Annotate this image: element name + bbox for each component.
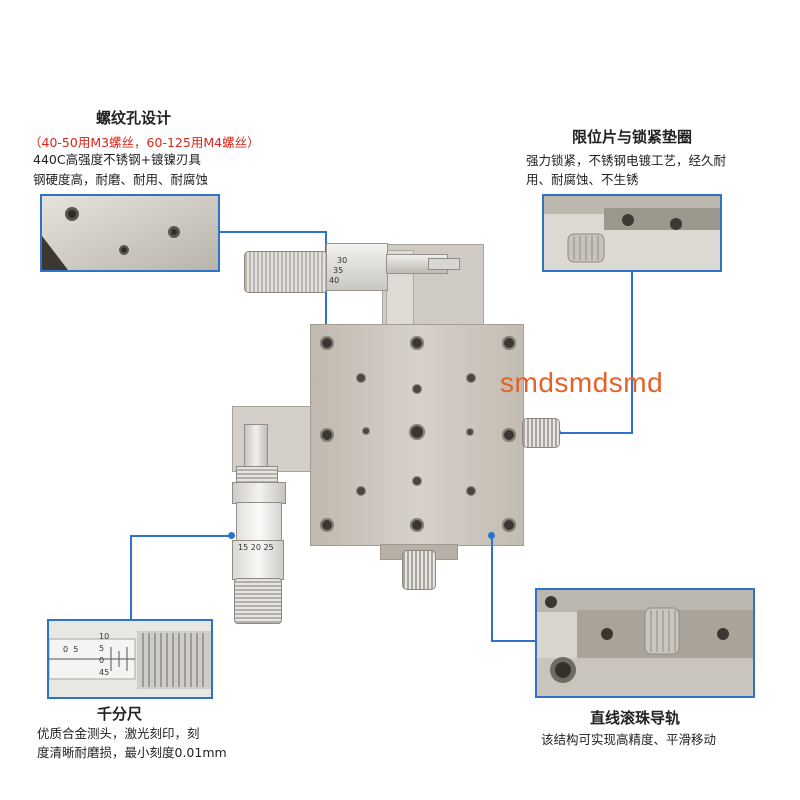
top-micrometer-scale: 30 35 40 <box>329 256 348 285</box>
thread-hole <box>362 427 370 435</box>
watermark: smdsmdsmd <box>500 367 664 398</box>
thread-hole-inset <box>40 194 220 272</box>
thread-hole <box>320 518 334 532</box>
connector-line <box>491 640 537 642</box>
side-micrometer-thimble <box>232 540 284 580</box>
thread-hole <box>356 373 366 383</box>
thread-hole <box>410 336 424 350</box>
limit-washer-title: 限位片与锁紧垫圈 <box>572 128 693 146</box>
thread-hole-desc-2: 钢硬度高，耐磨、耐用、耐腐蚀 <box>33 172 209 187</box>
limit-washer-photo <box>544 196 720 270</box>
thread-hole <box>320 428 334 442</box>
micrometer-inset-scale: 10 5 0 45 <box>99 632 110 677</box>
micrometer-title: 千分尺 <box>97 705 143 723</box>
top-micrometer-knob[interactable] <box>244 251 328 293</box>
center-hole <box>409 424 425 440</box>
connector-line <box>560 432 633 434</box>
thread-hole <box>502 336 516 350</box>
right-lock-knob[interactable] <box>522 418 560 448</box>
micrometer-inset: 10 5 0 45 0 5 <box>47 619 213 699</box>
thread-hole <box>466 486 476 496</box>
connector-line <box>130 535 231 537</box>
ball-guide-title: 直线滚珠导轨 <box>590 709 681 727</box>
thread-hole <box>412 384 422 394</box>
thread-hole-photo <box>42 196 218 270</box>
side-micrometer-collar <box>232 482 286 504</box>
top-micrometer-thimble <box>326 243 388 291</box>
thread-hole <box>502 518 516 532</box>
connector-dot <box>228 532 235 539</box>
thread-hole <box>412 476 422 486</box>
limit-washer-inset <box>542 194 722 272</box>
side-micrometer-scale: 15 20 25 <box>238 543 274 552</box>
ball-guide-desc: 该结构可实现高精度、平滑移动 <box>541 732 717 747</box>
micrometer-desc-2: 度清晰耐磨损，最小刻度0.01mm <box>37 745 227 760</box>
micrometer-desc-1: 优质合金测头，激光刻印，刻 <box>37 726 200 741</box>
thread-hole-desc-1: 440C高强度不锈钢+镀镍刃具 <box>33 152 202 167</box>
thread-hole <box>356 486 366 496</box>
ball-guide-photo <box>537 590 753 696</box>
connector-line <box>631 272 633 434</box>
thread-hole <box>410 518 424 532</box>
thread-hole <box>502 428 516 442</box>
micrometer-inset-photo <box>49 621 211 697</box>
connector-line <box>130 535 132 621</box>
connector-dot <box>488 532 495 539</box>
limit-washer-desc-2: 用、耐腐蚀、不生锈 <box>526 172 639 187</box>
bottom-lock-knob[interactable] <box>402 550 436 590</box>
connector-line <box>491 538 493 642</box>
top-micrometer-spindle <box>428 258 460 270</box>
thread-hole <box>466 428 474 436</box>
side-micrometer-sleeve <box>236 502 282 544</box>
limit-washer-desc-1: 强力锁紧，不锈钢电镀工艺，经久耐 <box>526 153 727 168</box>
micrometer-inset-main-scale: 0 5 <box>63 645 79 654</box>
side-micrometer-spindle <box>244 424 268 470</box>
thread-hole-title: 螺纹孔设计 <box>96 109 172 127</box>
ball-guide-inset <box>535 588 755 698</box>
thread-hole <box>466 373 476 383</box>
side-micrometer-knob[interactable] <box>234 578 282 624</box>
connector-line <box>220 231 326 233</box>
screw-size-note: （40-50用M3螺丝，60-125用M4螺丝） <box>29 135 260 150</box>
thread-hole <box>320 336 334 350</box>
